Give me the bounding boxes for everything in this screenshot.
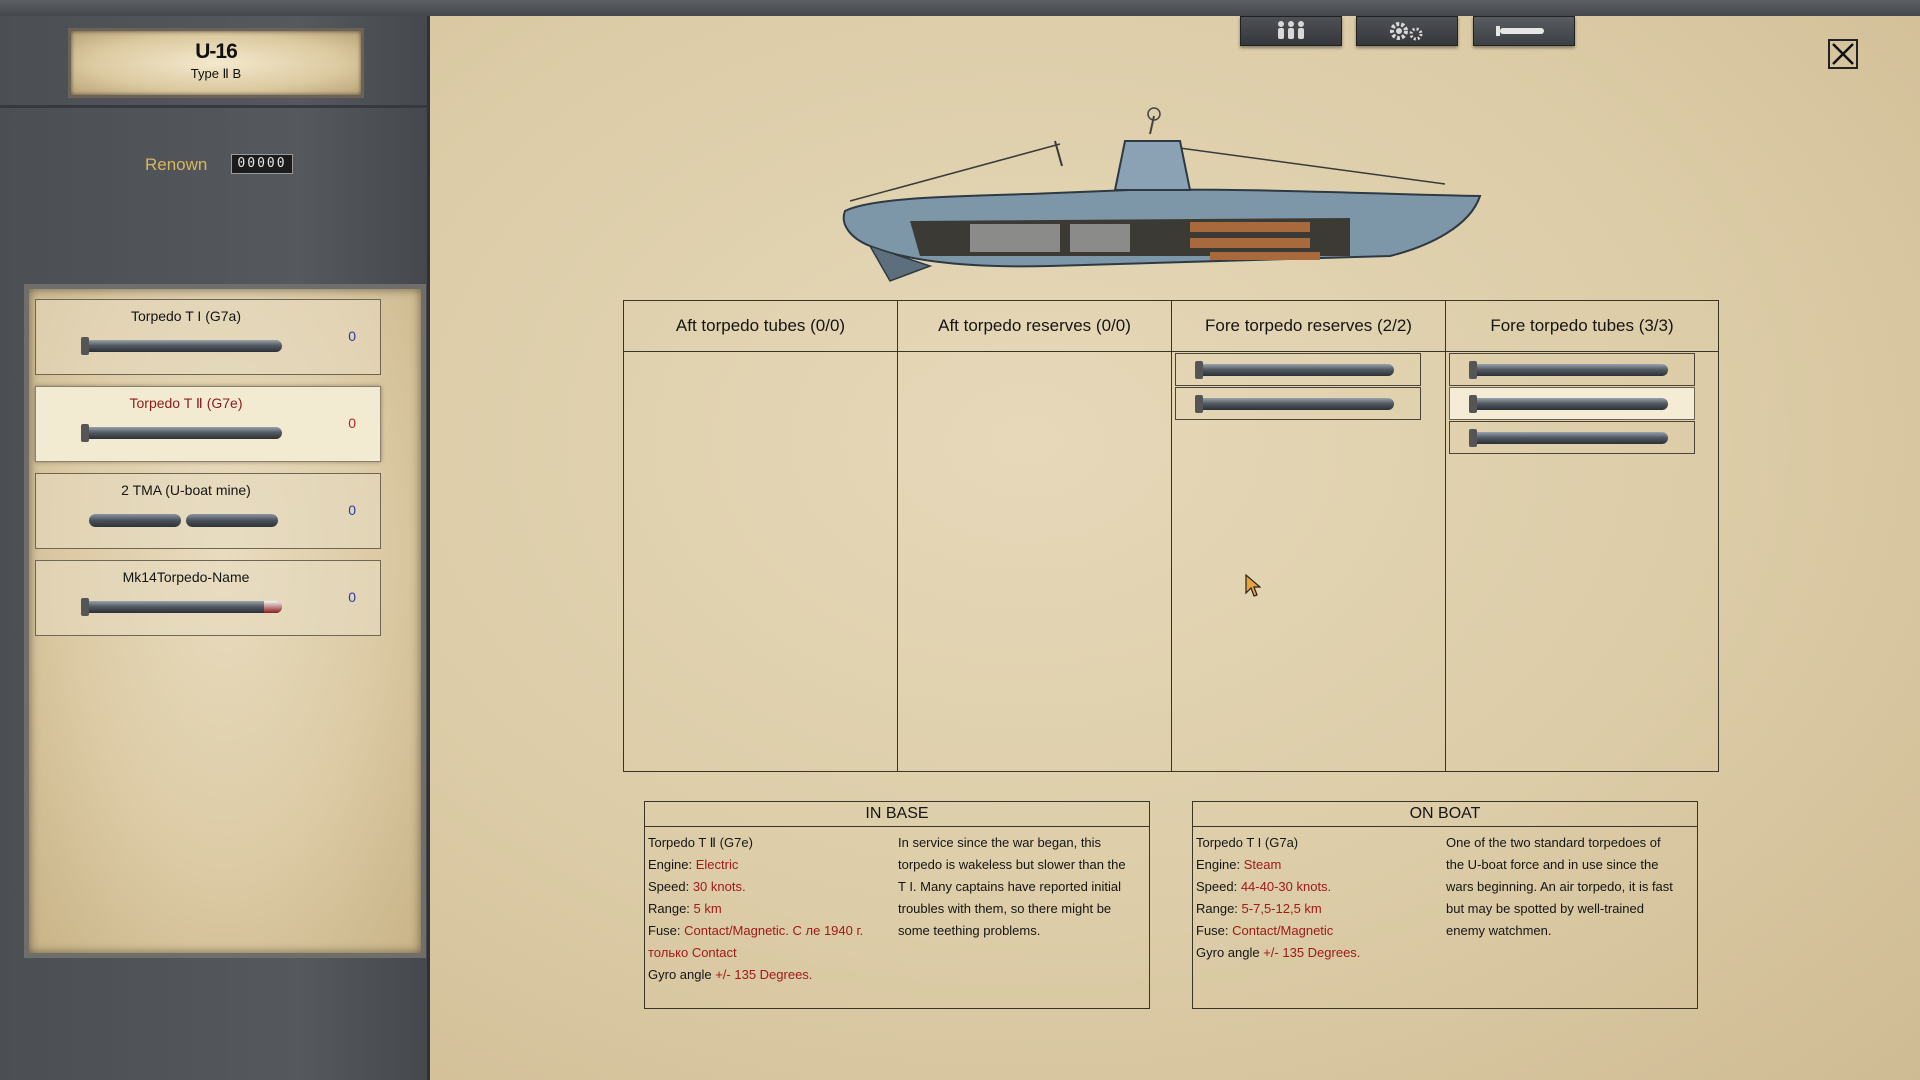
on-boat-description: One of the two standard torpedoes of the…: [1446, 835, 1673, 938]
aft-torpedo-tubes-column: Aft torpedo tubes (0/0): [624, 301, 898, 771]
main-panel: Aft torpedo tubes (0/0) Aft torpedo rese…: [430, 16, 1920, 1080]
inventory-item-t2-g7e[interactable]: Torpedo T Ⅱ (G7e) 0: [35, 386, 381, 462]
column-header: Fore torpedo reserves (2/2): [1172, 301, 1445, 352]
torpedo-slot-selected[interactable]: [1449, 387, 1695, 420]
fore-torpedo-tubes-column: Fore torpedo tubes (3/3): [1446, 301, 1718, 771]
engine-label: Engine:: [648, 857, 693, 872]
range-value: 5 km: [693, 901, 722, 916]
fuse-label: Fuse:: [648, 923, 681, 938]
gears-icon: [1390, 22, 1423, 41]
aft-torpedo-reserves-column: Aft torpedo reserves (0/0): [898, 301, 1172, 771]
sidebar: U-16 Type Ⅱ B Renown 00000 Torpedo T I (…: [0, 16, 430, 1080]
speed-label: Speed:: [648, 879, 690, 894]
fuse-note-prefix: только: [648, 945, 689, 960]
renown-value: 00000: [231, 154, 293, 174]
close-button[interactable]: [1828, 39, 1858, 69]
torpedo-icon: [81, 337, 282, 355]
boat-nameplate: U-16 Type Ⅱ B: [68, 28, 364, 98]
inventory-item-mk14[interactable]: Mk14Torpedo-Name 0: [35, 560, 381, 636]
torpedo-loadout-grid: Aft torpedo tubes (0/0) Aft torpedo rese…: [623, 300, 1719, 772]
range-value: 5-7,5-12,5 km: [1241, 901, 1322, 916]
on-boat-heading: ON BOAT: [1193, 802, 1697, 827]
fuse-value: Contact/Magnetic. С ле 1940 г.: [684, 923, 864, 938]
inventory-item-name: Mk14Torpedo-Name: [122, 569, 250, 585]
fuse-label: Fuse:: [1196, 923, 1229, 938]
gyro-label: Gyro angle: [648, 967, 712, 982]
column-header: Fore torpedo tubes (3/3): [1446, 301, 1718, 352]
top-bar: [0, 0, 1920, 17]
inventory-item-count: 0: [348, 415, 356, 431]
speed-label: Speed:: [1196, 879, 1238, 894]
crew-icon: [1278, 21, 1304, 39]
gyro-label: Gyro angle: [1196, 945, 1260, 960]
speed-value: 30 knots.: [692, 879, 746, 894]
inventory-item-count: 0: [348, 328, 356, 344]
boat-name: U-16: [195, 40, 238, 63]
column-header: Aft torpedo tubes (0/0): [624, 301, 897, 352]
in-base-info-panel: IN BASE Torpedo T Ⅱ (G7e) Engine: Electr…: [644, 801, 1150, 1009]
renown-label: Renown: [145, 155, 208, 174]
mine-icon: [186, 514, 278, 527]
inventory-item-count: 0: [348, 589, 356, 605]
speed-value: 44-40-30 knots.: [1240, 879, 1332, 894]
torpedo-name: Torpedo T Ⅱ (G7e): [648, 835, 753, 850]
column-header: Aft torpedo reserves (0/0): [898, 301, 1171, 352]
in-base-description: In service since the war began, this tor…: [898, 835, 1126, 938]
in-base-heading: IN BASE: [645, 802, 1149, 827]
range-label: Range:: [1196, 901, 1238, 916]
torpedo-icon: [81, 598, 282, 616]
inventory-item-t1-g7a[interactable]: Torpedo T I (G7a) 0: [35, 299, 381, 375]
torpedo-icon: [81, 424, 282, 442]
inventory-item-name: Torpedo T Ⅱ (G7e): [129, 395, 243, 411]
torpedo-slot[interactable]: [1175, 387, 1421, 420]
gyro-value: +/- 135 Degrees.: [715, 967, 813, 982]
inventory-item-tma-mine[interactable]: 2 TMA (U-boat mine) 0: [35, 473, 381, 549]
crew-tab[interactable]: [1240, 16, 1342, 46]
torpedoes-tab[interactable]: [1473, 16, 1575, 46]
torpedo-icon: [1469, 361, 1668, 379]
sidebar-divider: [0, 105, 427, 108]
torpedo-inventory: Torpedo T I (G7a) 0 Torpedo T Ⅱ (G7e) 0 …: [24, 284, 426, 958]
torpedo-icon: [1195, 361, 1394, 379]
modules-tab[interactable]: [1356, 16, 1458, 46]
inventory-item-name: 2 TMA (U-boat mine): [121, 482, 251, 498]
on-boat-specs: Torpedo T I (G7a) Engine: Steam Speed: 4…: [1196, 832, 1436, 964]
torpedo-slot[interactable]: [1449, 353, 1695, 386]
torpedo-icon: [1195, 395, 1394, 413]
range-label: Range:: [648, 901, 690, 916]
torpedo-name: Torpedo T I (G7a): [1196, 835, 1299, 850]
torpedo-icon: [1469, 429, 1668, 447]
engine-value: Steam: [1243, 857, 1282, 872]
mouse-cursor-icon: [1245, 574, 1261, 597]
torpedo-slot[interactable]: [1449, 421, 1695, 454]
boat-type: Type Ⅱ B: [190, 66, 242, 81]
inventory-item-name: Torpedo T I (G7a): [131, 308, 241, 324]
fuse-note-value: Contact: [691, 945, 737, 960]
torpedo-icon: [1469, 395, 1668, 413]
in-base-specs: Torpedo T Ⅱ (G7e) Engine: Electric Speed…: [648, 832, 888, 986]
engine-value: Electric: [695, 857, 739, 872]
gyro-value: +/- 135 Degrees.: [1263, 945, 1361, 960]
submarine-illustration: [842, 107, 1482, 282]
on-boat-info-panel: ON BOAT Torpedo T I (G7a) Engine: Steam …: [1192, 801, 1698, 1009]
torpedo-slot[interactable]: [1175, 353, 1421, 386]
fuse-value: Contact/Magnetic: [1232, 923, 1334, 938]
torpedo-icon: [1496, 26, 1544, 36]
fore-torpedo-reserves-column: Fore torpedo reserves (2/2): [1172, 301, 1446, 771]
engine-label: Engine:: [1196, 857, 1241, 872]
inventory-item-count: 0: [348, 502, 356, 518]
close-icon: [1832, 43, 1854, 65]
mine-icon: [89, 514, 181, 527]
